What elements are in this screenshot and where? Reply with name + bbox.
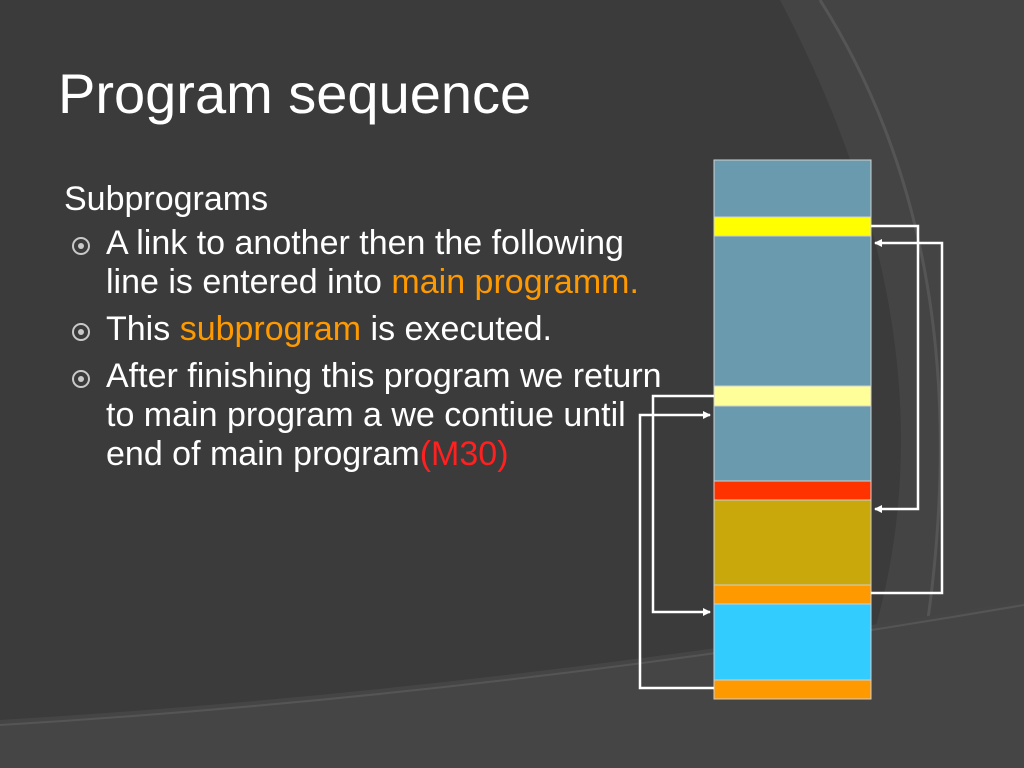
slide-title: Program sequence: [58, 62, 532, 125]
bullet-text-part: This: [106, 310, 180, 348]
bullet-text-highlight: subprogram: [179, 310, 362, 348]
bullet-target-icon: [72, 370, 90, 388]
slide-content: Subprograms A link to another then the f…: [64, 178, 664, 482]
bullet-text-highlight: main programm.: [391, 263, 639, 301]
bullet-text-part: is executed.: [361, 310, 552, 348]
bullet-text-highlight-red: (M30): [419, 435, 509, 473]
bullet-text-part: After finishing this program we return t…: [106, 357, 662, 473]
slide-subtitle: Subprograms: [64, 180, 269, 218]
bullet-target-icon: [72, 323, 90, 341]
bullet-list: A link to another then the following lin…: [64, 224, 664, 474]
bullet-text-part: A link to another then the following lin…: [106, 224, 624, 301]
bullet-item: A link to another then the following lin…: [64, 224, 664, 302]
bullet-item: After finishing this program we return t…: [64, 357, 664, 474]
bullet-item: This subprogram is executed.: [64, 310, 664, 349]
bullet-target-icon: [72, 237, 90, 255]
